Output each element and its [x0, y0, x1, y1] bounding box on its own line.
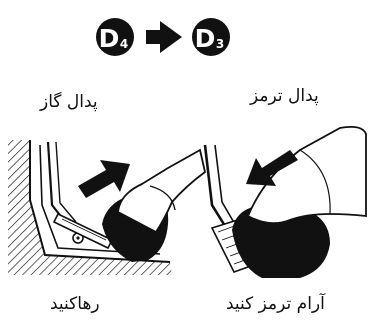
brake-pedal-illustration — [205, 127, 366, 278]
gear-to-badge: D 3 — [192, 18, 230, 56]
gear-from-number: 4 — [120, 37, 128, 51]
gear-to-number: 3 — [216, 37, 224, 51]
gear-from-letter: D — [99, 24, 120, 53]
release-action-label: رهاکنید — [50, 294, 100, 314]
gas-pedal-label: پدال گاز — [40, 92, 98, 112]
gas-pedal-illustration — [8, 140, 205, 275]
arrow-up-right-icon — [78, 160, 130, 198]
gear-to-letter: D — [195, 24, 216, 53]
gear-from-badge: D 4 — [96, 18, 134, 56]
brake-gently-action-label: آرام ترمز کنید — [226, 294, 325, 314]
arrow-right-icon — [146, 21, 182, 53]
brake-pedal-label: پدال ترمز — [250, 86, 319, 106]
